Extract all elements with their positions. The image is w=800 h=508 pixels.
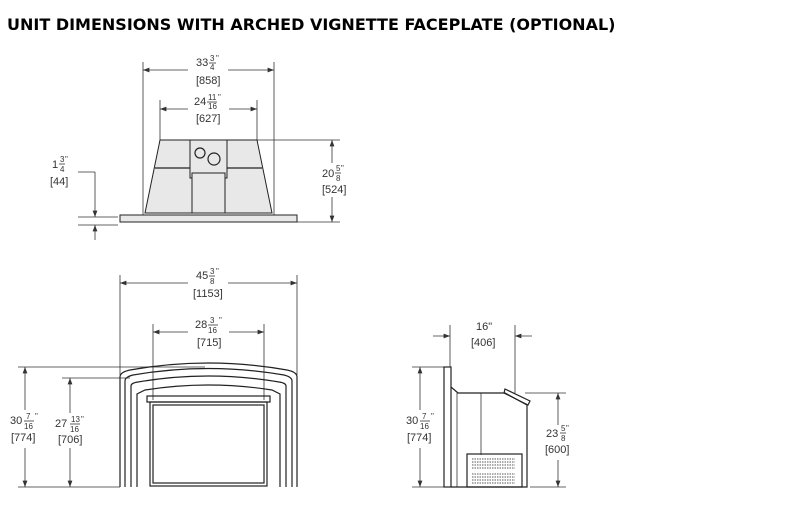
svg-text:3: 3 [210,267,215,276]
svg-text:": " [566,424,569,433]
svg-text:16": 16" [476,321,492,333]
svg-text:27: 27 [55,418,67,430]
svg-text:": " [341,164,344,173]
svg-text:20: 20 [322,168,334,180]
dim-inner-height: 27 13 16 " [706] [55,378,84,487]
dim-body-height: 23 5 8 " [600] [545,393,569,487]
svg-text:7: 7 [422,412,427,421]
svg-text:": " [431,412,434,421]
dim-front-overall-width: 45 3 8 " [1153] [120,267,297,300]
svg-text:24: 24 [194,96,206,108]
svg-text:3: 3 [210,54,215,63]
svg-text:[774]: [774] [11,432,35,444]
side-view: 16" [406] 30 7 16 " [774] 23 5 8 " [406,321,569,488]
side-view-unit [443,366,531,488]
svg-text:4: 4 [60,165,65,174]
dim-body-width: 24 11 16 " [627] [160,93,257,125]
svg-text:1: 1 [52,159,58,171]
svg-text:3: 3 [60,155,65,164]
svg-text:33: 33 [196,57,208,69]
svg-text:23: 23 [546,428,558,440]
svg-text:[406]: [406] [471,337,495,349]
svg-text:": " [65,155,68,164]
svg-text:": " [216,54,219,63]
svg-text:[524]: [524] [322,184,346,196]
dim-offset: 1 3 4 " [44] [50,155,98,240]
svg-text:": " [216,267,219,276]
svg-text:8: 8 [336,174,341,183]
svg-text:": " [218,93,221,102]
dim-side-overall-height: 30 7 16 " [774] [406,367,434,487]
front-view: 45 3 8 " [1153] 28 3 16 " [715] 30 [10,267,298,488]
svg-text:[858]: [858] [196,75,220,87]
dim-height: 20 5 8 " [524] [322,140,346,222]
svg-text:[774]: [774] [407,432,431,444]
svg-text:": " [81,415,84,424]
svg-text:45: 45 [196,270,208,282]
dim-opening-width: 28 3 16 " [715] [153,316,264,349]
svg-text:30: 30 [406,415,418,427]
page-title: UNIT DIMENSIONS WITH ARCHED VIGNETTE FAC… [7,15,616,34]
svg-text:11: 11 [208,93,217,102]
top-view-unit [119,139,298,223]
svg-text:16: 16 [24,422,33,431]
svg-text:[706]: [706] [58,434,82,446]
dim-overall-width: 33 3 4 " [858] [143,54,274,87]
svg-text:8: 8 [210,277,215,286]
svg-text:[44]: [44] [50,176,68,188]
svg-text:": " [219,316,222,325]
dim-front-overall-height: 30 7 16 " [774] [10,367,38,487]
svg-text:16: 16 [208,102,217,111]
svg-text:7: 7 [26,412,31,421]
svg-text:30: 30 [10,415,22,427]
top-view: 33 3 4 " [858] 24 11 16 " [627] 20 [50,54,346,240]
svg-text:16: 16 [420,422,429,431]
svg-text:[600]: [600] [545,444,569,456]
svg-text:[627]: [627] [196,113,220,125]
svg-text:": " [35,412,38,421]
svg-text:13: 13 [71,415,80,424]
svg-text:8: 8 [561,434,566,443]
svg-text:16: 16 [70,425,79,434]
svg-text:16: 16 [208,326,217,335]
svg-text:3: 3 [210,316,215,325]
dim-depth: 16" [406] [433,321,532,349]
svg-text:28: 28 [195,319,207,331]
arched-faceplate [119,362,298,487]
svg-text:5: 5 [336,164,341,173]
svg-text:[1153]: [1153] [193,288,223,300]
svg-text:4: 4 [210,63,215,72]
svg-text:[715]: [715] [197,337,221,349]
svg-text:5: 5 [561,424,566,433]
